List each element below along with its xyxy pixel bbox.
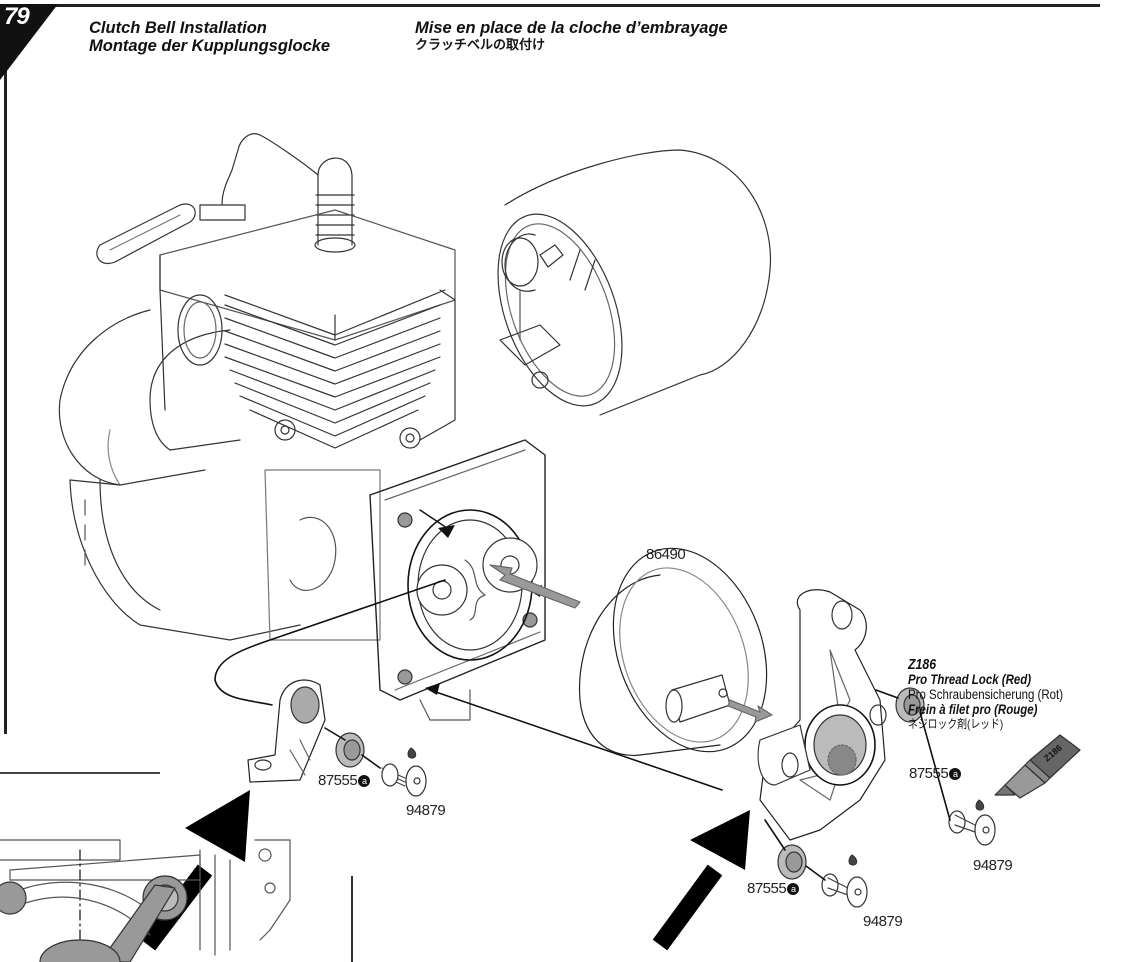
title-french: Mise en place de la cloche d’embrayage	[415, 19, 728, 37]
header-rule	[0, 4, 1100, 7]
air-filter	[497, 149, 772, 416]
part-number: 87555	[747, 880, 787, 897]
clutch-mount-left	[247, 679, 326, 783]
inset-rule-vertical	[351, 876, 353, 962]
cylinder-head	[159, 209, 456, 449]
part-number: 87555	[318, 772, 358, 789]
title-japanese: クラッチベルの取付け	[415, 37, 546, 52]
step-number: 79	[4, 3, 30, 30]
screw-left	[381, 747, 427, 797]
title-english: Clutch Bell Installation	[89, 19, 267, 37]
step-badge: 79	[0, 0, 90, 80]
threadlock-bottle: Z186	[994, 734, 1081, 799]
title-block-left: Clutch Bell Installation Montage der Kup…	[89, 19, 330, 55]
carburetor	[499, 237, 564, 389]
inset-detail-drawing	[0, 839, 291, 962]
threadlock-callout: Z186 Pro Thread Lock (Red) Pro Schrauben…	[908, 657, 1063, 732]
spark-plug-cap	[199, 133, 356, 253]
step-badge-shape	[0, 4, 58, 80]
inset-rule-horizontal	[0, 772, 160, 774]
indicator-arrow-left	[140, 790, 250, 951]
note-a-icon: a	[787, 883, 800, 895]
bushing-left	[335, 732, 365, 768]
note-a-icon: a	[358, 775, 371, 787]
threadlock-code: Z186	[908, 656, 937, 673]
page-left-rule	[4, 4, 7, 734]
exhaust-pipe	[58, 294, 241, 486]
crankcase	[69, 419, 421, 641]
screw-right	[948, 799, 996, 846]
assembly-guide-lines	[214, 579, 951, 881]
part-label-screw-bottom: 94879	[863, 913, 903, 930]
bushing-bottom	[777, 844, 807, 880]
screw-bottom	[821, 854, 868, 908]
bushing-right	[895, 687, 925, 723]
direction-arrows	[419, 509, 773, 723]
part-label-clutch-bell: 86490	[646, 546, 686, 563]
title-german: Montage der Kupplungsglocke	[89, 37, 331, 55]
threadlock-name-en: Pro Thread Lock (Red)	[908, 671, 1032, 687]
clutch-mount-right	[757, 589, 887, 841]
title-block-right: Mise en place de la cloche d’embrayage ク…	[415, 19, 728, 53]
threadlock-name-de: Pro Schraubensicherung (Rot)	[908, 686, 1064, 702]
note-a-icon: a	[949, 768, 962, 780]
threadlock-name-fr: Frein à filet pro (Rouge)	[908, 701, 1038, 717]
part-number: 87555	[909, 765, 949, 782]
indicator-arrow-right	[652, 810, 750, 951]
clutch-bell-part	[578, 547, 768, 757]
part-label-screw-left: 94879	[406, 802, 446, 819]
threadlock-name-jp: ネジロック剤(レッド)	[908, 717, 1004, 731]
part-label-screw-right: 94879	[973, 857, 1013, 874]
recoil-handle	[96, 203, 196, 265]
engine-illustration	[58, 133, 772, 721]
